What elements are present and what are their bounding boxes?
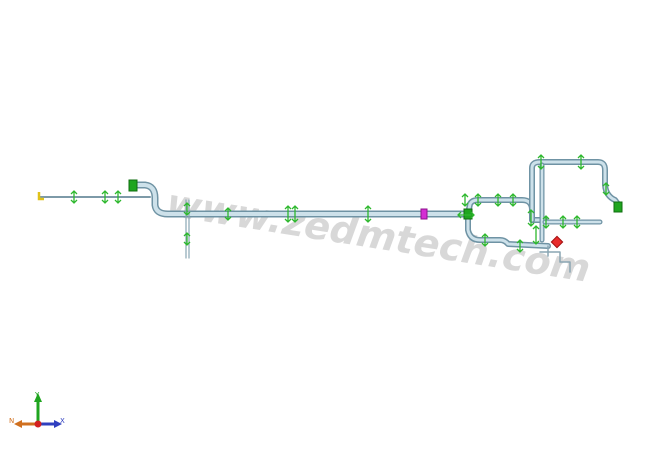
support-arrow-icon[interactable] (114, 190, 122, 204)
lower-branch[interactable] (466, 212, 550, 248)
outlet-flange-icon[interactable] (613, 201, 623, 213)
support-arrow-icon[interactable] (559, 215, 567, 229)
support-arrow-icon[interactable] (494, 193, 502, 207)
support-arrow-icon[interactable] (183, 232, 191, 246)
inlet-flange-icon[interactable] (128, 179, 138, 192)
support-arrow-icon[interactable] (224, 207, 232, 221)
tee-flange-icon[interactable] (463, 208, 473, 220)
support-post (185, 199, 190, 259)
support-arrow-icon[interactable] (509, 193, 517, 207)
support-arrow-icon[interactable] (537, 154, 545, 170)
support-arrow-icon[interactable] (481, 233, 489, 247)
support-arrow-icon[interactable] (461, 193, 469, 207)
riser-loop[interactable] (530, 160, 620, 222)
support-arrow-icon[interactable] (70, 190, 78, 204)
support-arrow-icon[interactable] (527, 209, 535, 227)
supports (70, 154, 610, 253)
axis-label-y: Y (34, 391, 40, 399)
support-arrow-icon[interactable] (474, 193, 482, 207)
support-arrow-icon[interactable] (183, 202, 191, 216)
support-arrow-icon[interactable] (602, 182, 610, 196)
pipeline[interactable] (39, 159, 621, 273)
support-arrow-icon[interactable] (364, 205, 372, 223)
support-arrow-icon[interactable] (284, 205, 292, 223)
drain-frame (539, 245, 571, 273)
axis-triad-icon[interactable]: Y X N (9, 391, 65, 428)
support-arrow-icon[interactable] (291, 205, 299, 223)
support-arrow-icon[interactable] (457, 211, 475, 219)
support-arrow-icon[interactable] (516, 239, 524, 253)
support-arrow-icon[interactable] (532, 225, 540, 245)
main-pipe[interactable] (134, 183, 470, 216)
support-arrow-icon[interactable] (542, 215, 550, 229)
support-arrow-icon[interactable] (101, 190, 109, 204)
axis-label-n: N (9, 417, 14, 425)
support-arrow-icon[interactable] (577, 154, 585, 170)
red-fitting-icon[interactable] (550, 235, 564, 249)
watermark-text: www.zedmtech.com (164, 180, 594, 290)
axis-label-x: X (60, 417, 65, 425)
valve-icon[interactable] (420, 208, 428, 220)
inlet-end-cap[interactable] (37, 192, 44, 201)
support-arrow-icon[interactable] (573, 215, 581, 229)
